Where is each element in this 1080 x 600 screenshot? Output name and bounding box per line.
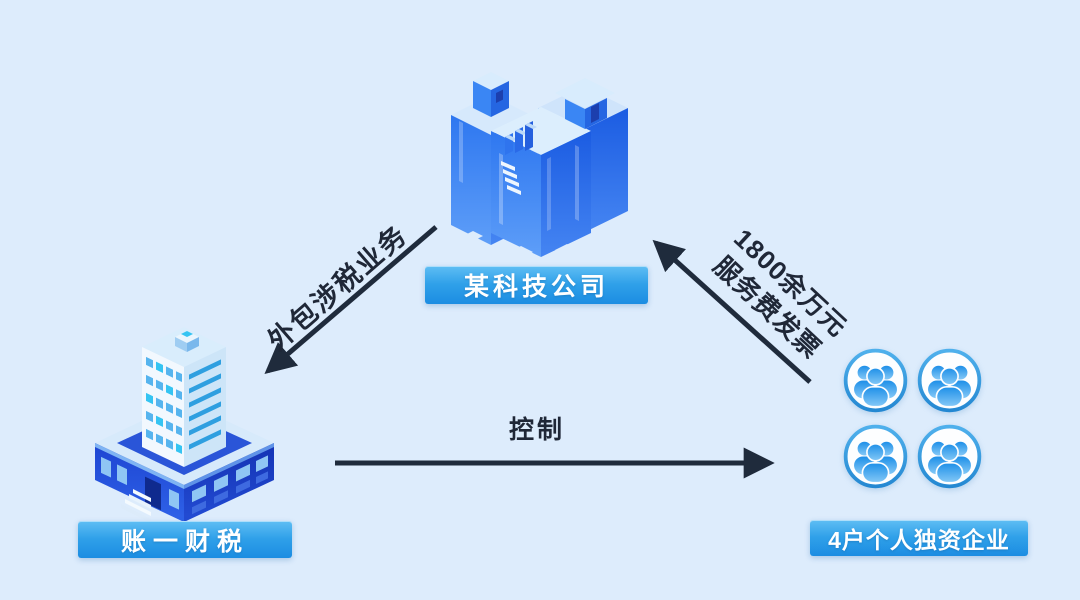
people-group-icon — [916, 423, 983, 490]
base-windows-right — [192, 455, 268, 515]
tech-building-icon — [451, 72, 628, 258]
office-building-icon — [95, 327, 274, 523]
base-windows-left — [101, 456, 179, 511]
proprietorships-label: 4户个人独资企业 — [810, 520, 1028, 556]
proprietorships-icon-group — [842, 347, 983, 490]
arrow-outsource — [264, 225, 438, 375]
tech-company-label: 某科技公司 — [425, 266, 648, 304]
people-group-icon — [916, 347, 983, 414]
accounting-firm-label: 账一财税 — [78, 521, 292, 558]
tower-windows-left — [146, 356, 182, 455]
tower-windows-right — [189, 359, 221, 450]
arrow-invoice — [652, 239, 812, 384]
people-group-icon — [842, 347, 909, 414]
edge-label-control: 控制 — [508, 416, 566, 444]
people-group-icon — [842, 423, 909, 490]
